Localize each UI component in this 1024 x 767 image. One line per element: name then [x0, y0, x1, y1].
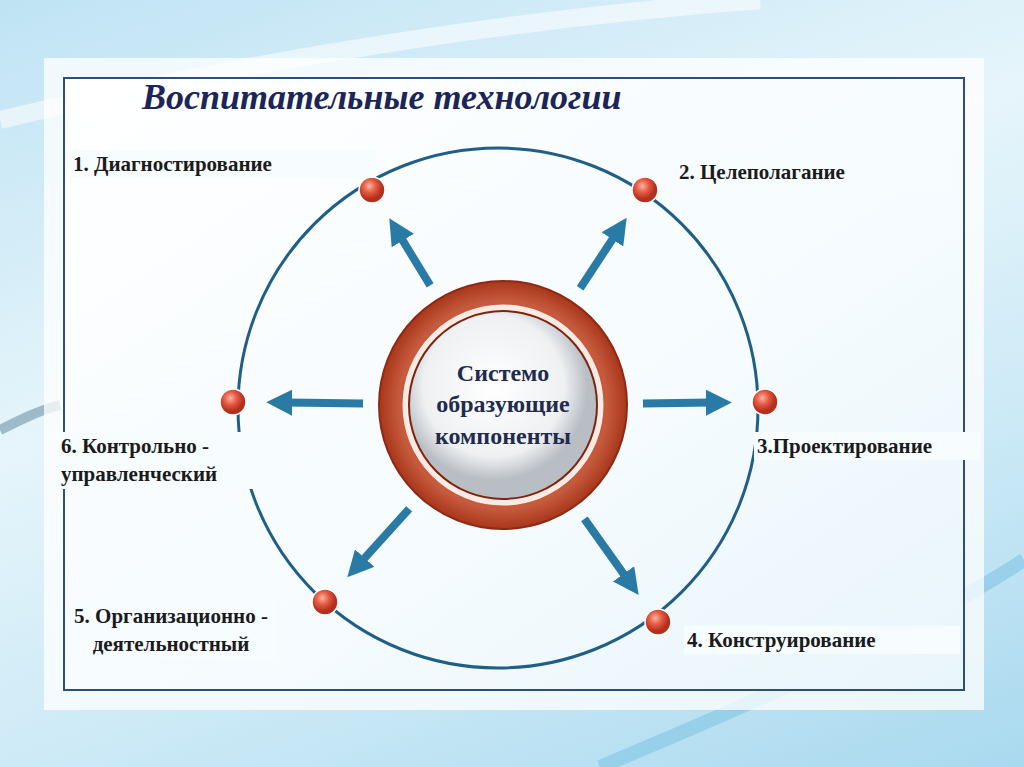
- stage-dot: 5. Организационно - деятельностный: [311, 588, 339, 616]
- panel: [64, 78, 964, 690]
- ring-orbit: [238, 148, 758, 668]
- arrow-connector: [580, 235, 615, 288]
- dot-shape: [219, 388, 247, 416]
- red-dot: [220, 389, 246, 415]
- ring-band: [401, 303, 605, 507]
- stage-dot: 4. Конструирование: [644, 608, 672, 636]
- dot-shape: [358, 176, 386, 204]
- stage-label: 2. Целеполагание: [676, 158, 952, 186]
- stage-label: 3.Проектирование: [754, 432, 980, 460]
- red-dot: [359, 177, 385, 203]
- dot-shape: [311, 588, 339, 616]
- stage-dot: 3.Проектирование: [751, 388, 779, 416]
- stage-label: 6. Контрольно - управленческий: [58, 432, 282, 489]
- arrow-connector: [361, 509, 409, 562]
- stage-label: 4. Конструирование: [684, 626, 960, 654]
- red-dot: [752, 389, 778, 415]
- red-dot: [645, 609, 671, 635]
- arrow-connector: [400, 236, 430, 285]
- dot-shape: [751, 388, 779, 416]
- core-circle: Системо образующие компоненты: [377, 279, 629, 531]
- arrow-connector: [287, 399, 363, 408]
- stage-dot: 2. Целеполагание: [631, 176, 659, 204]
- red-dot: [632, 177, 658, 203]
- dot-shape: [644, 608, 672, 636]
- core-label: Системо образующие компоненты: [413, 358, 593, 452]
- stage-label: 5. Организационно - деятельностный: [66, 602, 276, 659]
- arrow-connector: [584, 519, 626, 578]
- outer-ring: [379, 281, 627, 529]
- inner-disc: [409, 311, 597, 499]
- red-dot: [312, 589, 338, 615]
- diagram-title: Воспитательные технологии: [142, 76, 621, 118]
- stage-dot: 6. Контрольно - управленческий: [219, 388, 247, 416]
- frame: [44, 58, 984, 710]
- dot-shape: [631, 176, 659, 204]
- stage-dot: 1. Диагностирование: [358, 176, 386, 204]
- arrow-connector: [643, 399, 711, 408]
- stage-label: 1. Диагностирование: [70, 150, 376, 178]
